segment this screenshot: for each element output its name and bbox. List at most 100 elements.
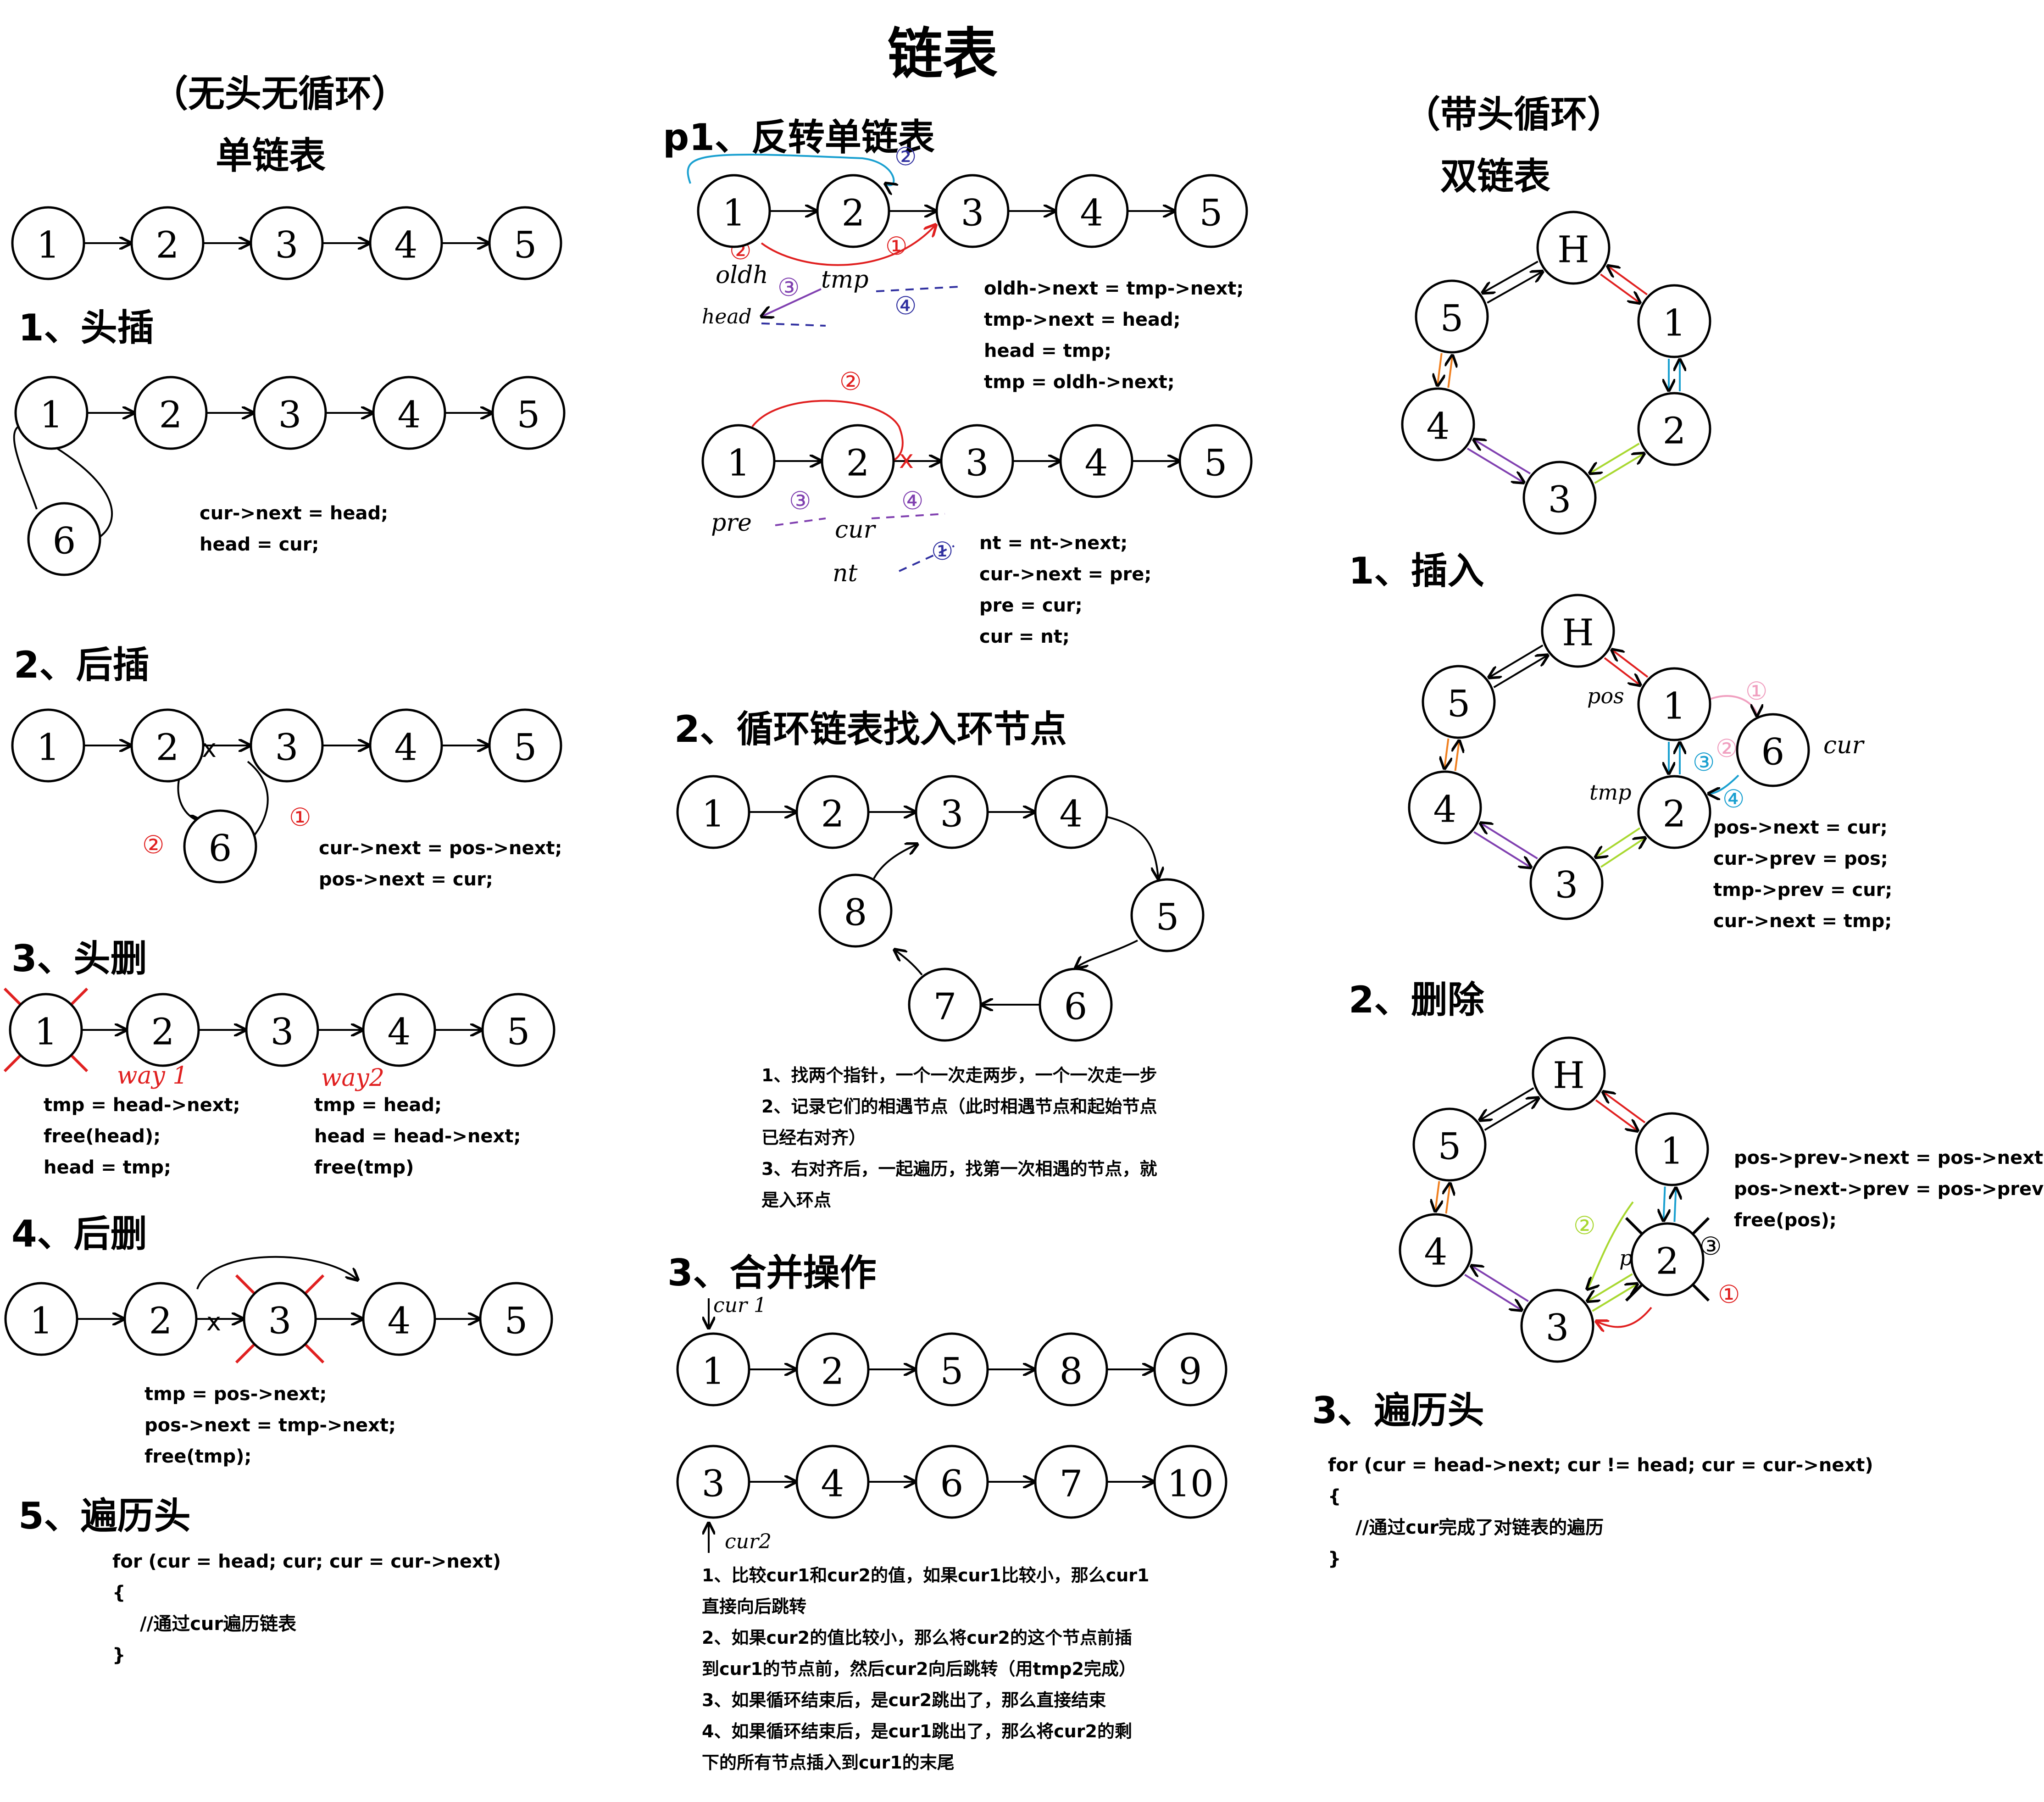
s1-node-1: 1: [14, 376, 89, 450]
svg-text:1: 1: [1663, 302, 1686, 345]
svg-text:3: 3: [1555, 864, 1578, 907]
svg-text:2: 2: [821, 793, 844, 835]
p1b-dash-3: [899, 545, 955, 572]
left-s5-code: for (cur = head; cur; cur = cur->next){ …: [112, 1551, 501, 1666]
svg-text:2: 2: [846, 442, 870, 484]
ring-del-prev-link: [1674, 1188, 1676, 1222]
s4-node-5: 5: [479, 1282, 553, 1356]
p1b-node-1: 1: [701, 424, 776, 498]
svg-text:3: 3: [966, 442, 989, 484]
left-top-node-4: 4: [369, 206, 443, 280]
merge-r1-node-5: 5: [915, 1332, 989, 1407]
ring-del-next-link: [1446, 1184, 1450, 1214]
s2-mark-2: ②: [142, 830, 164, 859]
p1b-dash-1: [775, 517, 826, 526]
s4-node-4: 4: [362, 1282, 436, 1356]
left-s2-code: cur->next = pos->next;pos->next = cur;: [319, 838, 562, 890]
svg-text:5: 5: [1204, 442, 1228, 484]
label-tmp: tmp: [821, 266, 869, 294]
svg-text:3: 3: [1546, 1307, 1569, 1349]
loop-node-7: 7: [908, 968, 982, 1042]
merge-r2-node-4: 4: [795, 1445, 870, 1519]
merge-r2-node-10: 10: [1153, 1445, 1228, 1519]
ring-top-node-5: 5: [1415, 279, 1489, 354]
svg-text:H: H: [1557, 228, 1589, 271]
p1-curve-red: [761, 225, 936, 266]
p1-curve-cyan: [687, 154, 894, 185]
left-s1-title: 1、头插: [18, 306, 154, 349]
svg-text:2: 2: [156, 224, 179, 267]
label-nt: nt: [833, 560, 858, 587]
left-s4-code: tmp = pos->next;pos->next = tmp->next;fr…: [144, 1384, 396, 1467]
p1b-mark-a: ②: [839, 367, 861, 396]
ring-ins-prev-link: [1600, 838, 1645, 868]
ring-top-prev-link: [1608, 266, 1648, 295]
svg-text:1: 1: [30, 1300, 53, 1342]
merge-r1-node-2: 2: [795, 1332, 870, 1407]
ins-mark-3: ③: [1693, 748, 1715, 777]
merge-r1-node-9: 9: [1153, 1332, 1228, 1407]
right-kind: （带头循环）: [1404, 93, 1624, 136]
s4-skip-curve: [196, 1256, 358, 1290]
s2-node-2: 2: [130, 708, 205, 783]
ring-del-next-link: [1595, 1099, 1638, 1131]
svg-text:1: 1: [37, 726, 60, 769]
p1b-mark-c: ④: [901, 486, 923, 515]
merge-r2-node-3: 3: [676, 1445, 750, 1519]
ring-del-node-1: 1: [1635, 1112, 1709, 1186]
ins-link-pink: [1708, 695, 1757, 716]
merge-r1-node-1: 1: [676, 1332, 750, 1407]
svg-text:6: 6: [53, 520, 76, 562]
s3-node-5: 5: [481, 993, 555, 1067]
svg-text:1: 1: [727, 442, 750, 484]
left-s3-code1: tmp = head->next;free(head);head = tmp;: [44, 1095, 240, 1178]
ring-ins-prev-link: [1612, 650, 1649, 678]
right-s2-title: 2、删除: [1349, 979, 1484, 1021]
p1-node-3: 3: [935, 174, 1010, 248]
svg-text:2: 2: [821, 1350, 844, 1393]
left-s3-title: 3、头删: [11, 937, 147, 980]
ring-del-node-4: 4: [1399, 1213, 1473, 1287]
p1b-cross: x: [899, 445, 914, 474]
label-head: head: [702, 305, 752, 328]
svg-text:2: 2: [1663, 410, 1686, 452]
s1-node-3: 3: [253, 376, 327, 450]
left-top-node-2: 2: [130, 206, 205, 280]
ring-del-node-5: 5: [1412, 1107, 1487, 1182]
ring-top-next-link: [1474, 439, 1531, 475]
ring-del-next-link: [1472, 1266, 1529, 1302]
s2-node-5: 5: [488, 708, 562, 783]
svg-text:2: 2: [1656, 1240, 1679, 1283]
p1-node-5: 5: [1174, 174, 1248, 248]
svg-text:H: H: [1553, 1054, 1585, 1097]
svg-text:1: 1: [37, 224, 60, 267]
svg-text:4: 4: [1433, 788, 1457, 831]
svg-text:8: 8: [1060, 1350, 1083, 1393]
s2-cross-mark: x: [202, 734, 217, 763]
right-s1-title: 1、插入: [1349, 550, 1484, 592]
ring-top-node-1: 1: [1637, 284, 1711, 358]
ring-ins-node-3: 3: [1529, 846, 1604, 920]
s4-node-3: 3: [243, 1282, 317, 1356]
svg-text:4: 4: [1060, 793, 1083, 835]
ring-ins-next-link: [1493, 655, 1548, 689]
svg-text:1: 1: [702, 793, 725, 835]
del-mark-2: ②: [1573, 1211, 1595, 1240]
svg-text:4: 4: [388, 1300, 411, 1342]
ring-top-node-4: 4: [1401, 387, 1475, 462]
p1-node-4: 4: [1055, 174, 1129, 248]
left-s3-code2: tmp = head;head = head->next;free(tmp): [314, 1095, 521, 1178]
svg-text:3: 3: [1548, 478, 1572, 521]
cur1-label: cur 1: [713, 1294, 766, 1317]
svg-text:2: 2: [156, 726, 179, 769]
svg-text:5: 5: [1447, 683, 1471, 725]
p1-mark-d: ③: [778, 273, 800, 302]
svg-text:5: 5: [940, 1350, 964, 1393]
svg-text:6: 6: [1064, 985, 1088, 1028]
merge-r1-node-8: 8: [1034, 1332, 1108, 1407]
ring-ins-prev-link: [1444, 738, 1449, 768]
label-pre: pre: [711, 509, 752, 537]
ins-link-cyan: [1709, 774, 1739, 794]
